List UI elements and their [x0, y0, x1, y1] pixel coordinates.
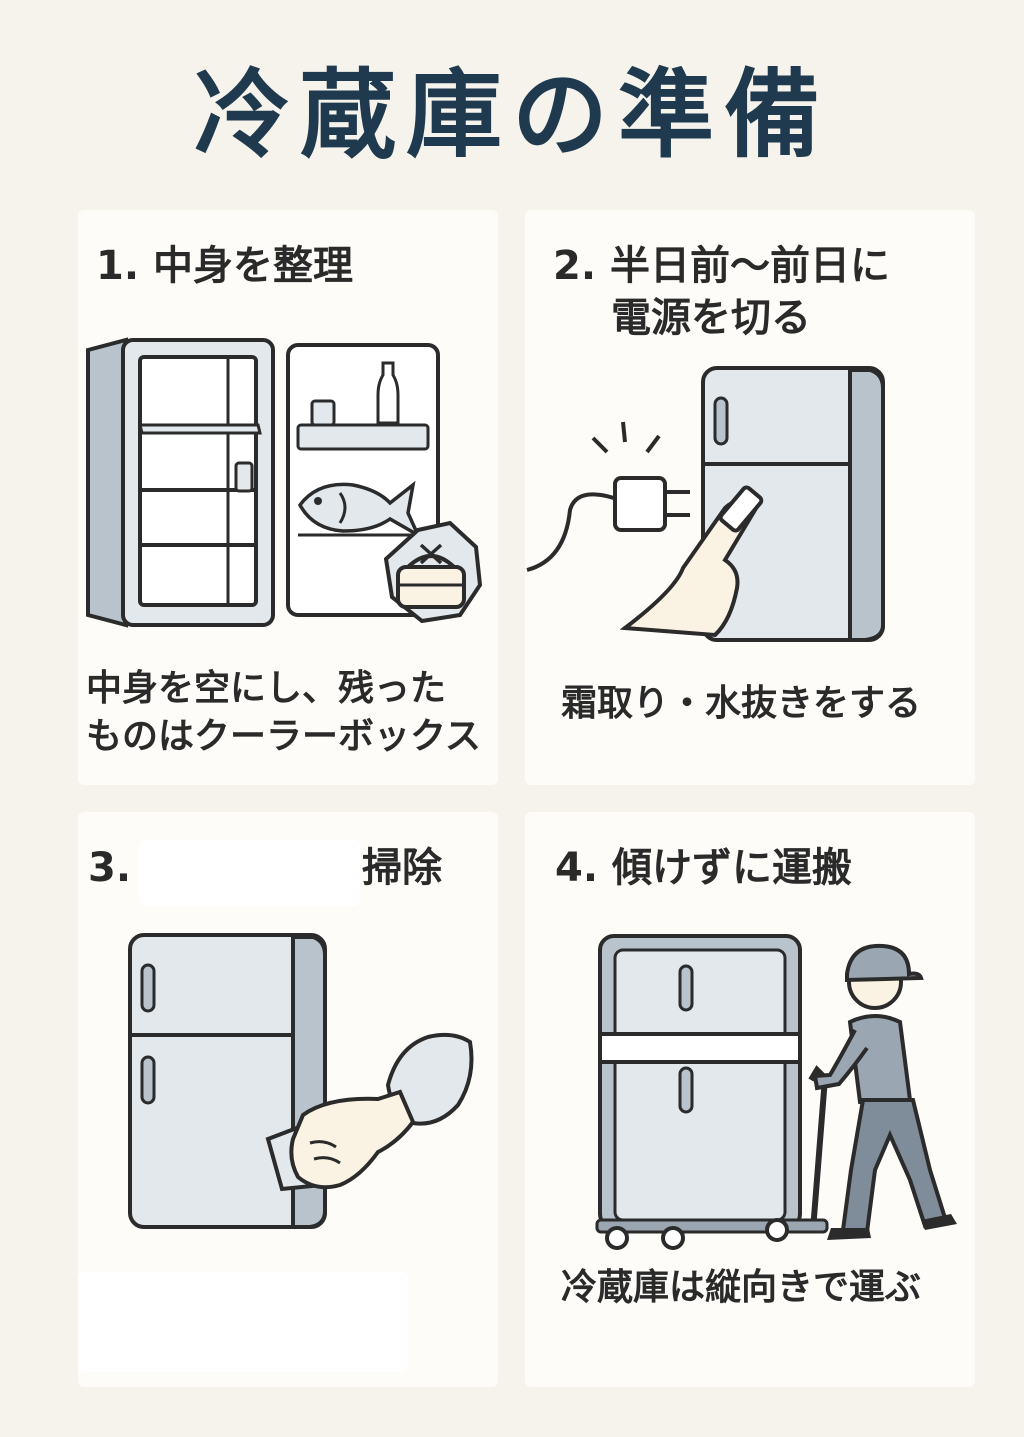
cleaning-illustration — [128, 933, 474, 1229]
mover-worker-icon — [812, 943, 957, 1240]
step-2-title-line-1: 半日前〜前日に — [609, 243, 890, 289]
bottle-icon — [376, 361, 400, 425]
step-2-caption: 霜取り・水抜きをする — [561, 683, 922, 724]
open-fridge-icon — [86, 337, 483, 628]
fridge-icon — [701, 366, 885, 642]
step-1-caption-line-1: 中身を空にし、残った — [86, 668, 447, 709]
hand-icon — [619, 485, 764, 638]
blank-caption-area — [78, 1272, 408, 1372]
fridge-icon — [598, 934, 802, 1230]
step-4-number: 4. — [555, 845, 599, 891]
step-4-caption: 冷蔵庫は縦向きで運ぶ — [561, 1267, 922, 1308]
step-card-2: 2. 半日前〜前日に 電源を切る 霜取り・水抜きをする — [525, 210, 975, 785]
step-2-heading: 2. 半日前〜前日に 電源を切る — [553, 240, 890, 344]
moving-illustration — [595, 934, 957, 1250]
step-3-title: 掃除 — [362, 845, 442, 891]
cooler-box-icon — [383, 520, 483, 624]
step-2-title-line-2: 電源を切る — [611, 295, 811, 341]
fish-icon — [297, 480, 422, 540]
step-1-heading: 1. 中身を整理 — [96, 240, 353, 292]
step-4-title: 傾けずに運搬 — [611, 845, 852, 891]
step-1-caption-line-2: ものはクーラーボックス — [86, 716, 481, 757]
step-1-caption: 中身を空にし、残った ものはクーラーボックス — [86, 665, 481, 761]
step-card-1: 1. 中身を整理 — [78, 210, 498, 785]
step-4-heading: 4. 傾けずに運搬 — [555, 842, 852, 894]
step-1-number: 1. — [96, 243, 140, 289]
step-card-4: 4. 傾けずに運搬 冷蔵 — [525, 812, 975, 1387]
step-card-3: 3. 掃除 — [78, 812, 498, 1387]
unplug-illustration — [526, 366, 885, 642]
power-plug-icon — [526, 421, 690, 572]
step-1-title: 中身を整理 — [152, 243, 353, 289]
hand-icon — [289, 1089, 416, 1190]
step-2-number: 2. — [553, 243, 597, 289]
page-title: 冷蔵庫の準備 — [194, 59, 830, 171]
blank-area — [140, 840, 360, 906]
step-3-number: 3. — [88, 845, 132, 891]
